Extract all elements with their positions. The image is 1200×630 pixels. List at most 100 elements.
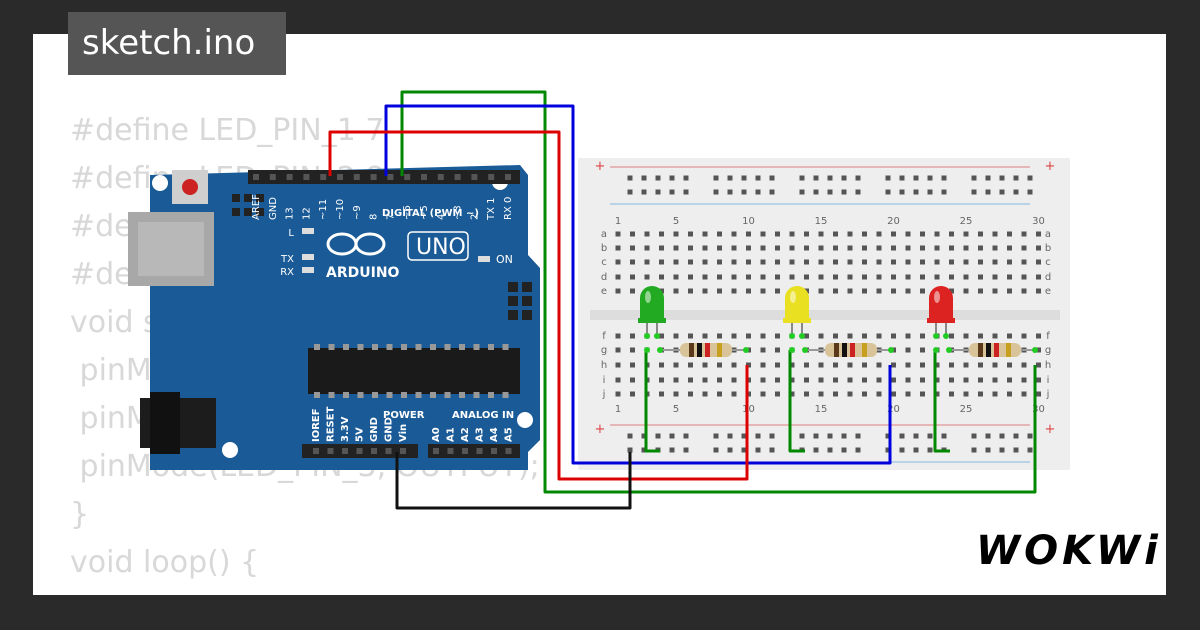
grid-hole <box>934 274 940 280</box>
power-jack-front <box>150 392 180 454</box>
grid-hole <box>847 391 853 397</box>
grid-hole <box>659 377 664 383</box>
wire-gnd-black <box>395 452 632 510</box>
rail-hole <box>841 189 847 195</box>
rail-hole <box>627 175 633 181</box>
grid-hole <box>949 288 954 294</box>
icsp-pin <box>508 310 518 320</box>
icsp-pin <box>508 296 518 306</box>
grid-hole <box>920 377 925 383</box>
rail-hole <box>985 433 991 439</box>
rail-hole <box>727 175 733 181</box>
grid-hole <box>963 362 969 368</box>
column-number: 30 <box>1032 216 1045 227</box>
grid-hole <box>1036 231 1041 237</box>
column-number: 25 <box>960 404 973 415</box>
power-pin-label: 5V <box>355 427 366 442</box>
rail-hole <box>741 433 747 439</box>
grid-hole <box>891 245 896 251</box>
chip-pin <box>488 392 494 398</box>
rail-hole <box>899 189 905 195</box>
rail-hole <box>769 447 775 453</box>
grid-hole <box>1021 231 1027 237</box>
digital-pin-label: 8 <box>369 214 380 220</box>
header-pin <box>471 174 478 180</box>
grid-hole <box>992 391 998 397</box>
header-pin <box>447 448 454 454</box>
connection-dot <box>1032 347 1038 353</box>
row-letter: d <box>1045 272 1051 283</box>
rail-hole <box>641 447 647 453</box>
digital-pin-label: 12 <box>301 207 312 220</box>
grid-hole <box>789 259 795 265</box>
grid-hole <box>702 245 708 251</box>
resistor-band <box>850 343 855 357</box>
rail-hole <box>899 447 905 453</box>
grid-hole <box>876 245 882 251</box>
grid-hole <box>876 259 882 265</box>
resistor-band <box>689 343 694 357</box>
grid-hole <box>934 391 940 397</box>
header-pin <box>313 448 319 454</box>
file-tab[interactable]: sketch.ino <box>68 12 286 75</box>
led-body <box>785 286 809 322</box>
led-body <box>640 286 664 322</box>
breadboard-gap <box>590 310 1060 320</box>
rail-hole <box>827 433 833 439</box>
chip-pin <box>488 344 494 350</box>
digital-label: DIGITAL (PWM ~) <box>382 208 479 219</box>
header-pin <box>488 174 495 180</box>
grid-hole <box>920 288 925 294</box>
icsp-pin <box>522 296 532 306</box>
column-number: 25 <box>960 216 973 227</box>
rail-hole <box>669 175 675 181</box>
connection-dot <box>644 333 650 339</box>
header-pin <box>505 174 511 180</box>
grid-hole <box>731 333 737 339</box>
grid-hole <box>1007 231 1012 237</box>
grid-hole <box>862 288 867 294</box>
power-pin-label: GND <box>384 417 395 442</box>
grid-hole <box>847 288 853 294</box>
grid-hole <box>760 274 766 280</box>
on-label: ON <box>496 253 513 266</box>
column-number: 10 <box>742 216 755 227</box>
grid-hole <box>1021 245 1027 251</box>
grid-hole <box>862 377 867 383</box>
grid-hole <box>659 274 664 280</box>
grid-hole <box>702 288 708 294</box>
row-letter: b <box>601 243 607 254</box>
analog-pin-label: A0 <box>431 427 442 442</box>
grid-hole <box>949 362 954 368</box>
grid-hole <box>688 231 693 237</box>
grid-hole <box>1036 333 1041 339</box>
reset-button-cap <box>182 179 198 195</box>
rail-hole <box>655 433 661 439</box>
row-letter: c <box>1045 257 1051 268</box>
grid-hole <box>876 333 882 339</box>
rail-hole <box>769 175 775 181</box>
resistor-band <box>705 343 710 357</box>
grid-hole <box>891 259 896 265</box>
board-led-label: TX <box>280 254 294 265</box>
column-number: 1 <box>615 216 621 227</box>
wire-pin8-blue <box>384 104 892 465</box>
header-pin <box>387 174 394 180</box>
digital-pin-label: GND <box>268 197 279 220</box>
grid-hole <box>833 245 838 251</box>
rail-hole <box>841 175 847 181</box>
rail-hole <box>813 189 819 195</box>
grid-hole <box>775 333 780 339</box>
grid-hole <box>905 259 911 265</box>
header-pin <box>342 448 348 454</box>
rail-hole <box>683 175 689 181</box>
column-number: 15 <box>815 216 828 227</box>
chip-pin <box>459 344 465 350</box>
grid-hole <box>920 333 925 339</box>
rail-hole <box>813 447 819 453</box>
icsp-pin <box>522 282 532 292</box>
rail-hole <box>1013 175 1019 181</box>
microcontroller-chip <box>308 348 520 394</box>
